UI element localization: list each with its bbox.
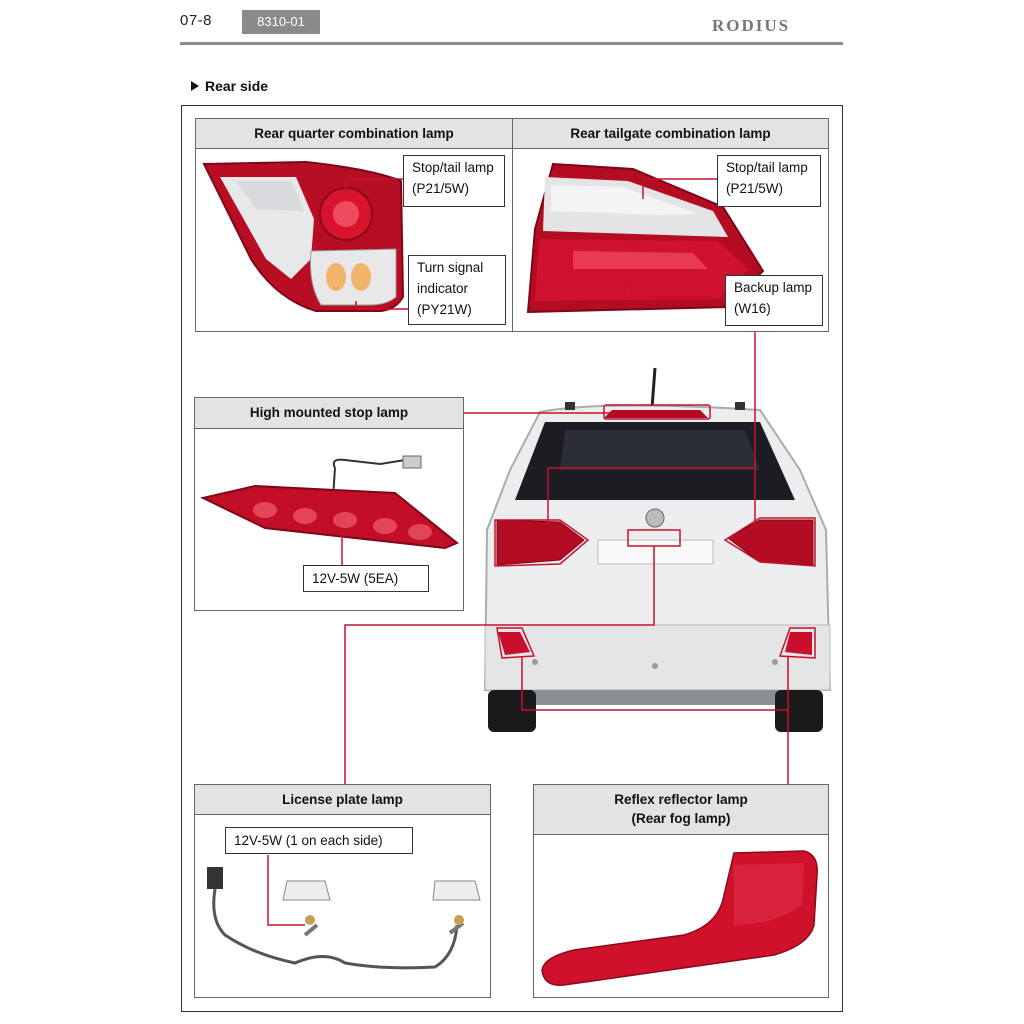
panel-title: License plate lamp <box>195 785 490 815</box>
page-number: 07-8 <box>180 12 213 29</box>
rear-quarter-lamp-image <box>202 160 408 312</box>
callout-license-plate-spec: 12V-5W (1 on each side) <box>225 827 413 854</box>
panel-title-line: Reflex reflector lamp <box>614 792 748 807</box>
section-title-text: Rear side <box>205 78 269 94</box>
callout-line: Turn signal <box>417 260 484 275</box>
high-mounted-stop-lamp-image <box>200 455 459 566</box>
section-title: Rear side <box>191 78 268 94</box>
callout-line: Stop/tail lamp <box>726 160 808 175</box>
header-rule <box>180 42 843 45</box>
callout-line: (P21/5W) <box>412 181 470 196</box>
callout-high-mounted-spec: 12V-5W (5EA) <box>303 565 429 592</box>
callout-stop-tail-lamp: Stop/tail lamp (P21/5W) <box>717 155 821 207</box>
panel-rear-quarter-lamp: Rear quarter combination lamp Stop/tail … <box>195 118 513 332</box>
diagram-frame <box>181 105 843 1012</box>
panel-title-line: (Rear fog lamp) <box>631 811 731 826</box>
panel-title: High mounted stop lamp <box>195 398 463 429</box>
triangle-bullet-icon <box>191 81 199 92</box>
panel-title: Rear quarter combination lamp <box>196 119 512 149</box>
callout-turn-signal: Turn signal indicator (PY21W) <box>408 255 506 325</box>
callout-stop-tail-lamp: Stop/tail lamp (P21/5W) <box>403 155 505 207</box>
brand-logo: RODIUS <box>712 16 791 35</box>
panel-title: Rear tailgate combination lamp <box>513 119 828 149</box>
panel-title: Reflex reflector lamp (Rear fog lamp) <box>534 785 828 835</box>
panel-license-plate-lamp: License plate lamp 12V-5W (1 on each sid… <box>194 784 491 998</box>
panel-reflex-reflector-lamp: Reflex reflector lamp (Rear fog lamp) <box>533 784 829 998</box>
panel-rear-tailgate-lamp: Rear tailgate combination lamp Stop/tail… <box>512 118 829 332</box>
callout-line: (P21/5W) <box>726 181 784 196</box>
license-plate-lamp-image <box>207 855 481 970</box>
callout-backup-lamp: Backup lamp (W16) <box>725 275 823 326</box>
rear-tailgate-lamp-image <box>526 162 765 314</box>
callout-line: Backup lamp <box>734 280 813 295</box>
callout-line: (PY21W) <box>417 302 472 317</box>
panel-high-mounted-stop-lamp: High mounted stop lamp 12V-5W (5EA) <box>194 397 464 611</box>
callout-line: (W16) <box>734 301 771 316</box>
callout-line: indicator <box>417 281 469 296</box>
reflex-reflector-image <box>541 850 818 986</box>
section-code-badge: 8310-01 <box>242 10 320 34</box>
callout-line: Stop/tail lamp <box>412 160 494 175</box>
